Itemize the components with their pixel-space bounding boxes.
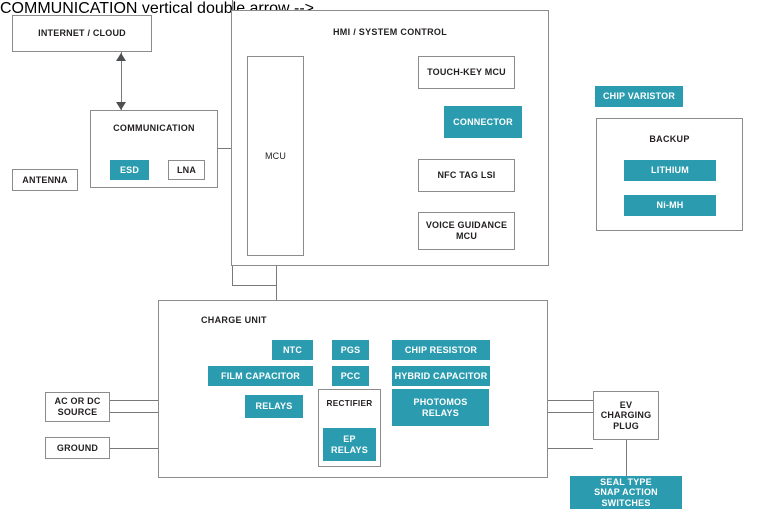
nimh-label: Ni-MH xyxy=(656,200,684,211)
photomos-relays-label-line1: PHOTOMOS xyxy=(413,396,468,407)
photomos-relays-label-line2: RELAYS xyxy=(422,407,459,418)
node-connector[interactable]: CONNECTOR xyxy=(444,106,522,138)
line-trunk-left-jog xyxy=(232,285,276,286)
node-film-capacitor[interactable]: FILM CAPACITOR xyxy=(208,366,313,386)
node-esd[interactable]: ESD xyxy=(110,160,149,180)
node-voice-guidance-mcu[interactable]: VOICE GUIDANCE MCU xyxy=(418,212,515,250)
line-internet-to-communication xyxy=(121,52,122,110)
lithium-label: LITHIUM xyxy=(651,165,689,176)
internet-cloud-label: INTERNET / CLOUD xyxy=(38,28,126,39)
node-pcc[interactable]: PCC xyxy=(332,366,369,386)
ep-relays-label-line2: RELAYS xyxy=(331,444,368,455)
node-antenna[interactable]: ANTENNA xyxy=(12,169,78,191)
seal-type-snap-action-switches-label-line2: SNAP ACTION SWITCHES xyxy=(594,487,658,508)
relays-label: RELAYS xyxy=(255,401,293,412)
arrowhead-up-internet xyxy=(116,53,126,61)
ac-or-dc-source-label-line2: SOURCE xyxy=(57,407,98,417)
seal-type-snap-action-switches-label-line1: SEAL TYPE xyxy=(600,476,652,487)
touch-key-mcu-label: TOUCH-KEY MCU xyxy=(427,67,506,78)
hmi-label: HMI / SYSTEM CONTROL xyxy=(333,27,447,37)
node-nimh[interactable]: Ni-MH xyxy=(624,195,716,216)
line-plug-to-switches xyxy=(626,440,627,476)
pcc-label: PCC xyxy=(340,370,361,381)
film-capacitor-label: FILM CAPACITOR xyxy=(221,370,300,381)
node-chip-resistor[interactable]: CHIP RESISTOR xyxy=(392,340,490,360)
rectifier-label: RECTIFIER xyxy=(326,399,373,408)
ac-or-dc-source-label-line1: AC OR DC xyxy=(54,396,101,407)
node-touch-key-mcu[interactable]: TOUCH-KEY MCU xyxy=(418,56,515,89)
lna-label: LNA xyxy=(176,164,197,175)
backup-label: BACKUP xyxy=(649,134,690,144)
charge-unit-label: CHARGE UNIT xyxy=(201,315,267,325)
communication-label: COMMUNICATION xyxy=(113,123,195,133)
esd-label: ESD xyxy=(119,164,140,175)
pgs-label: PGS xyxy=(340,344,361,355)
node-photomos-relays[interactable]: PHOTOMOS RELAYS xyxy=(392,389,489,426)
ntc-label: NTC xyxy=(282,344,303,355)
chip-resistor-label: CHIP RESISTOR xyxy=(404,344,478,355)
voice-guidance-mcu-label-line2: MCU xyxy=(455,231,478,241)
node-lna[interactable]: LNA xyxy=(168,160,205,180)
node-ep-relays[interactable]: EP RELAYS xyxy=(323,428,376,461)
nfc-tag-lsi-label: NFC TAG LSI xyxy=(437,170,496,181)
mcu-label: MCU xyxy=(264,150,287,161)
node-chip-varistor[interactable]: CHIP VARISTOR xyxy=(595,86,683,107)
connector-label: CONNECTOR xyxy=(453,116,513,127)
node-ev-charging-plug[interactable]: EV CHARGING PLUG xyxy=(593,391,659,440)
node-ac-or-dc-source[interactable]: AC OR DC SOURCE xyxy=(45,392,110,422)
node-ground[interactable]: GROUND xyxy=(45,437,110,459)
node-nfc-tag-lsi[interactable]: NFC TAG LSI xyxy=(418,159,515,192)
arrowhead-down-communication xyxy=(116,102,126,110)
node-mcu[interactable]: MCU xyxy=(247,56,304,256)
ground-label: GROUND xyxy=(56,442,99,453)
ep-relays-label-line1: EP xyxy=(343,433,356,444)
node-internet-cloud[interactable]: INTERNET / CLOUD xyxy=(12,15,152,52)
antenna-label: ANTENNA xyxy=(22,174,68,185)
node-lithium[interactable]: LITHIUM xyxy=(624,160,716,181)
node-ntc[interactable]: NTC xyxy=(272,340,313,360)
chip-varistor-label: CHIP VARISTOR xyxy=(602,91,676,102)
node-pgs[interactable]: PGS xyxy=(332,340,369,360)
hybrid-capacitor-label: HYBRID CAPACITOR xyxy=(394,370,488,381)
ev-charging-plug-label-line2: PLUG xyxy=(613,420,639,431)
node-hybrid-capacitor[interactable]: HYBRID CAPACITOR xyxy=(392,366,490,386)
node-relays[interactable]: RELAYS xyxy=(245,395,303,418)
node-seal-type-snap-action-switches[interactable]: SEAL TYPE SNAP ACTION SWITCHES xyxy=(570,476,682,509)
ev-charging-plug-label-line1: EV CHARGING xyxy=(600,399,652,421)
line-mcu-to-charge-unit xyxy=(276,256,277,302)
voice-guidance-mcu-label-line1: VOICE GUIDANCE xyxy=(425,220,508,231)
